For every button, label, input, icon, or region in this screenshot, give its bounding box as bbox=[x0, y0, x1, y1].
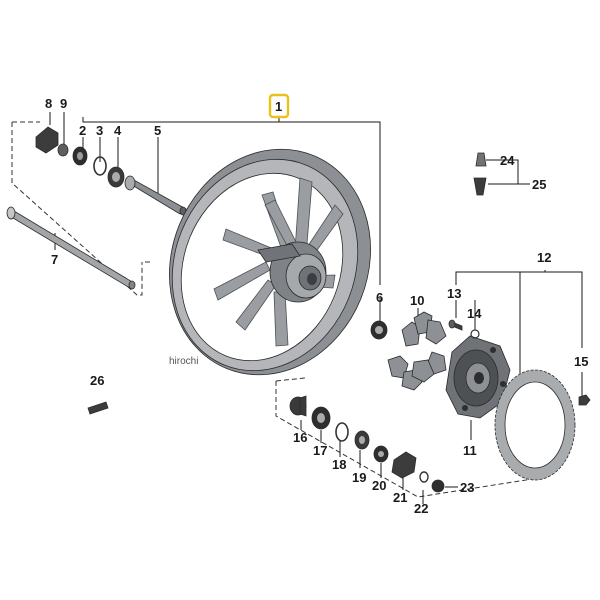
rear-wheel-rim bbox=[169, 148, 371, 376]
callout-11[interactable]: 11 bbox=[463, 443, 477, 458]
callout-1-highlight bbox=[268, 93, 290, 119]
callout-6[interactable]: 6 bbox=[376, 290, 383, 305]
hub-stack-parts bbox=[289, 395, 445, 493]
sprocket-carrier-11 bbox=[445, 335, 511, 419]
callout-20[interactable]: 20 bbox=[372, 478, 386, 493]
callout-15[interactable]: 15 bbox=[574, 354, 588, 369]
callout-12[interactable]: 12 bbox=[537, 250, 551, 265]
callout-16[interactable]: 16 bbox=[293, 430, 307, 445]
callout-23[interactable]: 23 bbox=[460, 480, 474, 495]
callout-4[interactable]: 4 bbox=[114, 123, 122, 138]
damper-rubbers-10 bbox=[387, 311, 447, 391]
callout-13[interactable]: 13 bbox=[447, 286, 461, 301]
callout-17[interactable]: 17 bbox=[313, 443, 327, 458]
axle-stack-parts bbox=[35, 126, 187, 216]
callout-3[interactable]: 3 bbox=[96, 123, 103, 138]
bolt-13-washer-14 bbox=[448, 319, 480, 339]
callout-8[interactable]: 8 bbox=[45, 96, 52, 111]
callout-21[interactable]: 21 bbox=[393, 490, 407, 505]
rear-sprocket-12 bbox=[494, 369, 576, 481]
callout-18[interactable]: 18 bbox=[332, 457, 346, 472]
callout-2[interactable]: 2 bbox=[79, 123, 86, 138]
callout-7[interactable]: 7 bbox=[51, 252, 58, 267]
watermark-text: hirochi bbox=[169, 356, 198, 367]
callout-22[interactable]: 22 bbox=[414, 501, 428, 516]
clip-26 bbox=[87, 401, 109, 415]
callout-5[interactable]: 5 bbox=[154, 123, 161, 138]
callout-10[interactable]: 10 bbox=[410, 293, 424, 308]
callout-labels: 1 2 3 4 5 6 7 8 9 10 11 12 13 14 15 16 1… bbox=[45, 96, 588, 516]
callout-19[interactable]: 19 bbox=[352, 470, 366, 485]
callout-26[interactable]: 26 bbox=[90, 373, 104, 388]
bearing-6 bbox=[370, 320, 388, 340]
axle-shaft bbox=[6, 206, 136, 290]
callout-1[interactable]: 1 bbox=[275, 99, 282, 114]
axle-group-frame bbox=[11, 121, 150, 296]
valve-24-25 bbox=[473, 152, 487, 196]
callout-25[interactable]: 25 bbox=[532, 177, 546, 192]
callout-9[interactable]: 9 bbox=[60, 96, 67, 111]
callout-14[interactable]: 14 bbox=[467, 306, 482, 321]
callout-24[interactable]: 24 bbox=[500, 153, 515, 168]
nut-15 bbox=[578, 394, 591, 406]
leader-lines bbox=[49, 112, 583, 504]
